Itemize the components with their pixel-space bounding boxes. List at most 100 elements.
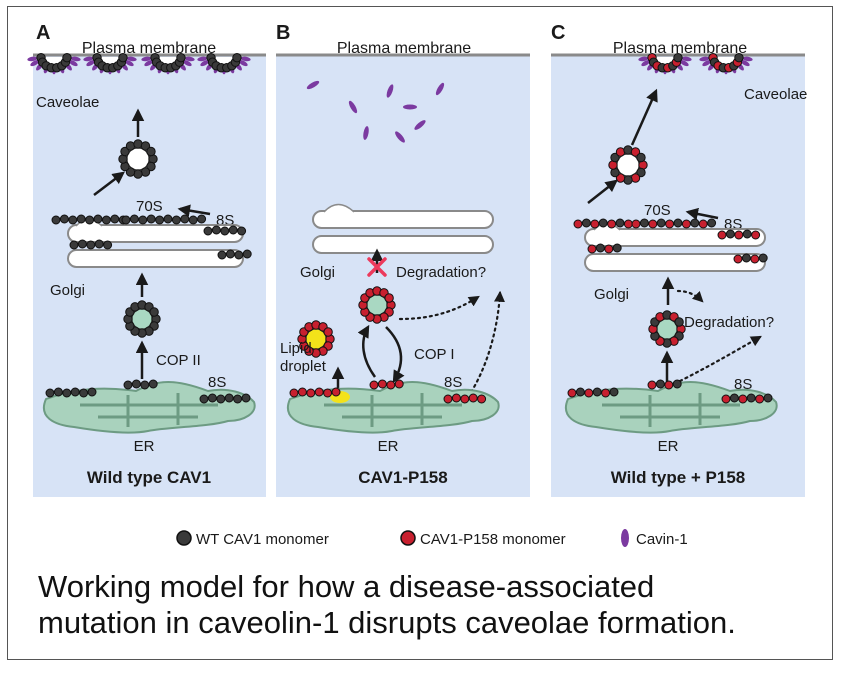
monomer-bead [672, 379, 682, 389]
monomer-bead [110, 214, 120, 224]
monomer-bead [146, 214, 156, 224]
monomer-bead [85, 215, 95, 225]
monomer-bead [612, 243, 622, 253]
er-monomer-row [45, 387, 97, 398]
monomer-bead [741, 253, 751, 263]
monomer-row [733, 253, 768, 264]
monomer-bead [377, 379, 387, 389]
monomer-bead [631, 219, 641, 229]
monomer-bead [163, 214, 173, 224]
monomer-bead [216, 394, 226, 404]
monomer-row [587, 243, 622, 254]
arrow [93, 171, 125, 196]
caveola [141, 52, 195, 75]
golgi-label: Golgi [50, 282, 85, 299]
caveola [83, 52, 137, 75]
er-monomer-row [567, 387, 619, 398]
monomer-bead [630, 147, 641, 157]
panel-letter: B [276, 22, 290, 44]
monomer-bead [607, 219, 617, 229]
golgi-label: Golgi [594, 286, 629, 303]
caveolar-carrier-vesicle [608, 145, 648, 185]
monomer-bead [587, 244, 597, 254]
monomer-bead [698, 219, 708, 229]
er-monomer-row [123, 379, 158, 390]
caveola [638, 52, 692, 75]
monomer-bead [323, 388, 333, 398]
legend-wt-label: WT CAV1 monomer [196, 531, 329, 548]
monomer-bead [180, 214, 190, 224]
monomer-bead [451, 393, 461, 403]
cop-ii-label: COP II [156, 352, 201, 369]
panel-letter: A [36, 22, 50, 44]
er-label: ER [134, 438, 155, 455]
monomer-bead [148, 379, 158, 389]
monomer-bead [750, 254, 760, 264]
monomer-bead [140, 380, 150, 390]
monomer-bead [197, 214, 207, 224]
monomer-bead [734, 230, 744, 240]
copii-vesicle [123, 300, 161, 338]
dotted-degradation-arrow [466, 290, 505, 399]
monomer-bead [394, 379, 404, 389]
er-membrane [565, 381, 778, 434]
monomer-bead [155, 215, 165, 225]
caveolae-label: Caveolae [36, 94, 99, 111]
cavin-1-swatch [621, 529, 629, 547]
lipid-label-line2: droplet [280, 358, 327, 375]
arrow [177, 204, 211, 217]
monomer-bead [62, 388, 72, 398]
70s-oligomer-row [121, 214, 207, 225]
er-monomer-row [369, 379, 404, 390]
panel-letter: C [551, 22, 565, 44]
monomer-bead [623, 219, 633, 229]
lipid-label-line1: Lipid [280, 340, 312, 357]
monomer-bead [289, 388, 299, 398]
monomer-bead [241, 393, 251, 403]
er-label: ER [658, 438, 679, 455]
monomer-bead [62, 52, 72, 63]
monomer-bead [70, 387, 80, 397]
caveolar-carrier-vesicle [118, 139, 158, 179]
monomer-bead [68, 215, 78, 225]
plasma-membrane-label: Plasma membrane [82, 40, 216, 57]
monomer-bead [690, 218, 700, 228]
monomer-bead [224, 393, 234, 403]
monomer-bead [664, 380, 674, 390]
monomer-bead [59, 214, 69, 224]
er-label: ER [378, 438, 399, 455]
er-monomer-row [199, 393, 251, 404]
monomer-bead [592, 387, 602, 397]
monomer-bead [51, 215, 61, 225]
monomer-bead [76, 214, 86, 224]
golgi-label: Golgi [300, 264, 335, 281]
monomer-bead [386, 380, 396, 390]
monomer-bead [721, 394, 731, 404]
figure-frame: A Plasma membrane Caveolae 70S 8S Golgi … [7, 6, 833, 660]
monomer-bead [199, 394, 209, 404]
monomer-bead [468, 393, 478, 403]
monomer-bead [738, 394, 748, 404]
monomer-bead [575, 387, 585, 397]
monomer-bead [742, 229, 752, 239]
legend-cavin-label: Cavin-1 [636, 531, 688, 548]
wt-monomer-swatch [176, 530, 192, 546]
monomer-bead [233, 394, 243, 404]
panel-b: B Plasma membrane Golgi Degradation? [276, 22, 530, 497]
monomer-bead [656, 218, 666, 228]
monomer-bead [674, 317, 684, 327]
panel-title: Wild type CAV1 [87, 468, 211, 487]
caveolae-group [27, 52, 251, 75]
monomer-bead [207, 393, 217, 403]
monomer-bead [595, 243, 605, 253]
monomer-bead [673, 52, 683, 63]
monomer-bead [125, 167, 136, 177]
monomer-bead [755, 394, 765, 404]
block-x-mark [367, 257, 387, 277]
monomer-bead [584, 388, 594, 398]
monomer-bead [69, 240, 79, 250]
monomer-bead [746, 393, 756, 403]
monomer-bead [601, 388, 611, 398]
monomer-bead [477, 394, 487, 404]
monomer-bead [120, 146, 130, 157]
